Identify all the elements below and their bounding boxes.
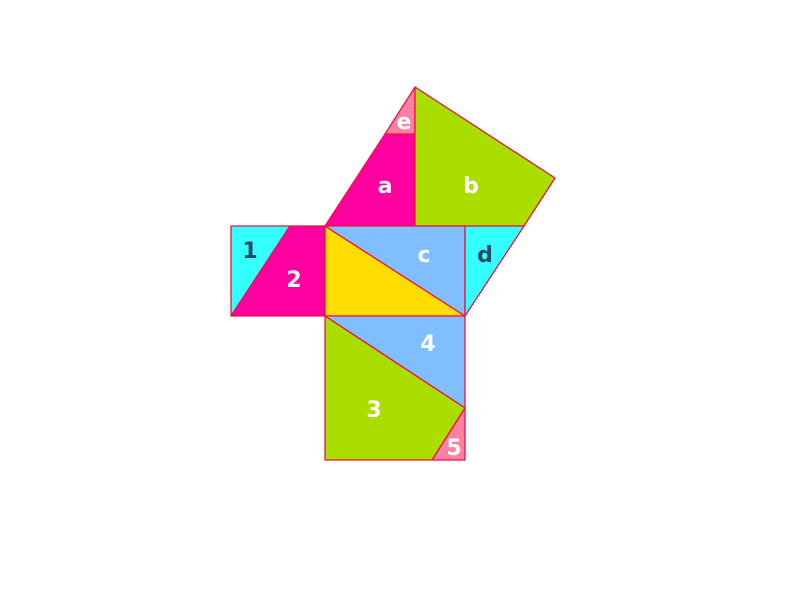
piece-b-quad — [414, 86, 556, 227]
piece-5-triangle — [431, 407, 466, 461]
label-1: 1 — [242, 239, 257, 264]
label-5: 5 — [446, 436, 461, 461]
piece-a-triangle — [324, 133, 416, 227]
label-d: d — [477, 243, 493, 268]
label-3: 3 — [366, 398, 381, 423]
label-4: 4 — [420, 332, 435, 357]
label-b: b — [463, 174, 479, 199]
label-c: c — [417, 243, 430, 268]
label-e: e — [397, 110, 412, 135]
label-a: a — [378, 174, 393, 199]
label-2: 2 — [286, 268, 301, 293]
piece-d-triangle — [464, 225, 525, 317]
